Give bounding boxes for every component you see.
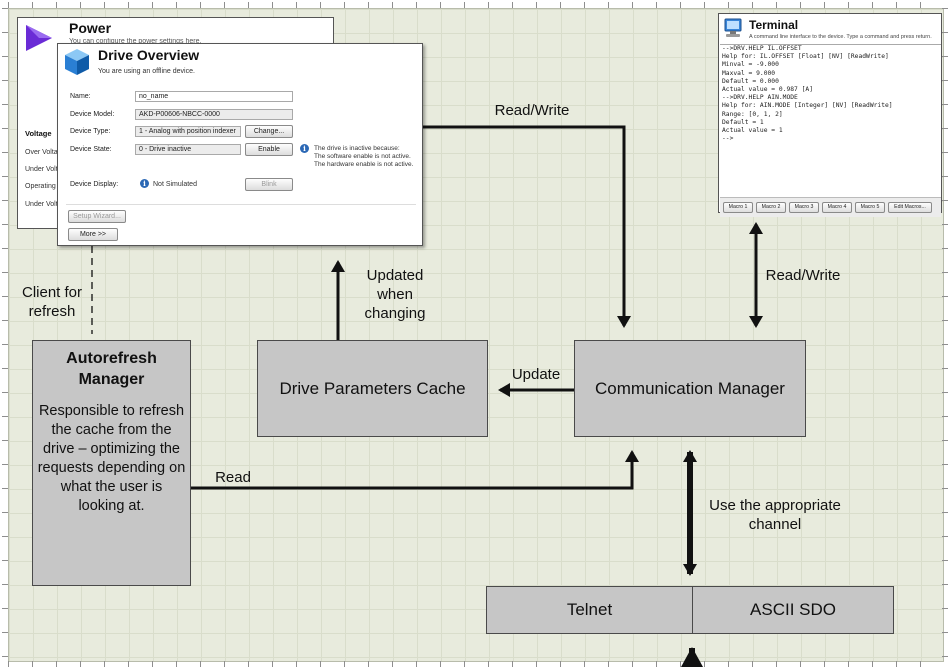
terminal-output[interactable]: -->DRV.HELP IL.OFFSET Help for: IL.OFFSE… — [720, 44, 941, 194]
terminal-line: Actual value = 1 — [722, 127, 783, 135]
display-label: Device Display: — [70, 181, 119, 188]
state-label: Device State: — [70, 146, 112, 153]
communication-manager-box: Communication Manager — [574, 340, 806, 437]
ascii-label: ASCII SDO — [750, 600, 836, 619]
terminal-line: Help for: IL.OFFSET [Float] [NV] [ReadWr… — [722, 53, 889, 61]
comm-label: Communication Manager — [595, 378, 785, 398]
ascii-sdo-box: ASCII SDO — [692, 586, 894, 634]
autorefresh-description: Responsible to refresh the cache from th… — [37, 403, 186, 514]
terminal-line: Actual value = 0.987 [A] — [722, 86, 813, 94]
type-label: Device Type: — [70, 128, 111, 135]
power-subtitle: You can configure the power settings her… — [69, 38, 202, 45]
use-appropriate-channel-label: Use the appropriate channel — [709, 497, 841, 533]
drive-overview-window: Drive Overview You are using an offline … — [57, 43, 423, 246]
setup-wizard-button[interactable]: Setup Wizard... — [68, 210, 126, 223]
macro-2-button[interactable]: Macro 2 — [756, 202, 786, 213]
terminal-line: Default = 0.000 — [722, 77, 779, 85]
model-label: Device Model: — [70, 111, 115, 118]
bottom-channel-arrowhead — [681, 647, 703, 667]
ruler-left — [2, 8, 8, 660]
readwrite-top-label: Read/Write — [494, 102, 570, 119]
update-label: Update — [511, 366, 561, 383]
more-button[interactable]: More >> — [68, 228, 118, 241]
telnet-label: Telnet — [566, 600, 613, 619]
edit-macros-button[interactable]: Edit Macros... — [888, 202, 932, 213]
power-section-voltage: Voltage — [25, 129, 52, 138]
cache-label: Drive Parameters Cache — [279, 378, 466, 398]
ruler-bottom — [8, 661, 942, 667]
drive-cube-icon — [65, 49, 89, 75]
inactive-note-line: The hardware enable is not active. — [314, 161, 414, 168]
terminal-line: -->DRV.HELP AIN.MODE — [722, 94, 798, 102]
macro-5-button[interactable]: Macro 5 — [855, 202, 885, 213]
terminal-line: Help for: AIN.MODE [Integer] [NV] [ReadW… — [722, 102, 893, 110]
power-item: Over Voltage — [25, 149, 66, 156]
readwrite-top-arrow — [423, 125, 631, 328]
autorefresh-title: Autorefresh Manager — [66, 350, 157, 388]
autorefresh-manager-box: Autorefresh Manager Responsible to refre… — [32, 340, 191, 586]
terminal-title: Terminal — [749, 18, 799, 32]
blink-button[interactable]: Blink — [245, 178, 293, 191]
macro-1-button[interactable]: Macro 1 — [723, 202, 753, 213]
updated-when-changing-label: Updated when changing — [364, 267, 426, 322]
terminal-window: Terminal A command line interface to the… — [718, 13, 942, 217]
terminal-line: Range: [0, 1, 2] — [722, 110, 783, 118]
macro-3-button[interactable]: Macro 3 — [789, 202, 819, 213]
power-item: Under Voltage — [25, 166, 70, 173]
terminal-line: --> — [722, 135, 734, 143]
drive-parameters-cache-box: Drive Parameters Cache — [257, 340, 488, 437]
type-field: 1 - Analog with position indexer — [135, 126, 241, 137]
state-field: 0 - Drive inactive — [135, 144, 241, 155]
macro-4-button[interactable]: Macro 4 — [822, 202, 852, 213]
power-title: Power — [69, 20, 112, 36]
drive-overview-subtitle: You are using an offline device. — [98, 68, 195, 75]
terminal-line: -->DRV.HELP IL.OFFSET — [722, 45, 802, 52]
terminal-line: Minval = -9.000 — [722, 61, 779, 69]
terminal-computer-icon — [724, 18, 742, 37]
client-for-refresh-label: Client for refresh — [21, 284, 83, 320]
display-info-icon: i — [140, 179, 149, 188]
power-item: Operating Voltage — [25, 183, 82, 190]
power-item: Under Voltage Fault — [25, 201, 87, 208]
ruler-top — [8, 2, 942, 8]
inactive-note-line: The drive is inactive because: — [314, 145, 400, 152]
power-play-icon — [26, 25, 52, 51]
read-label: Read — [215, 469, 251, 486]
terminal-subtitle: A command line interface to the device. … — [749, 34, 932, 40]
divider — [66, 204, 416, 205]
terminal-line: Maxval = 9.000 — [722, 69, 776, 77]
drive-overview-title: Drive Overview — [98, 47, 200, 63]
display-value: Not Simulated — [153, 181, 197, 188]
model-field: AKD-P00606-NBCC-0000 — [135, 109, 293, 120]
ruler-right — [942, 8, 948, 660]
inactive-note-line: The software enable is not active. — [314, 153, 411, 160]
name-field[interactable]: no_name — [135, 91, 293, 102]
info-icon: i — [300, 144, 309, 153]
enable-button[interactable]: Enable — [245, 143, 293, 156]
terminal-line: Default = 1 — [722, 118, 764, 126]
readwrite-right-label: Read/Write — [765, 267, 841, 284]
name-label: Name: — [70, 93, 91, 100]
change-type-button[interactable]: Change... — [245, 125, 293, 138]
terminal-button-bar: Macro 1 Macro 2 Macro 3 Macro 4 Macro 5 … — [720, 197, 941, 217]
telnet-box: Telnet — [486, 586, 693, 634]
read-arrow — [190, 450, 639, 490]
